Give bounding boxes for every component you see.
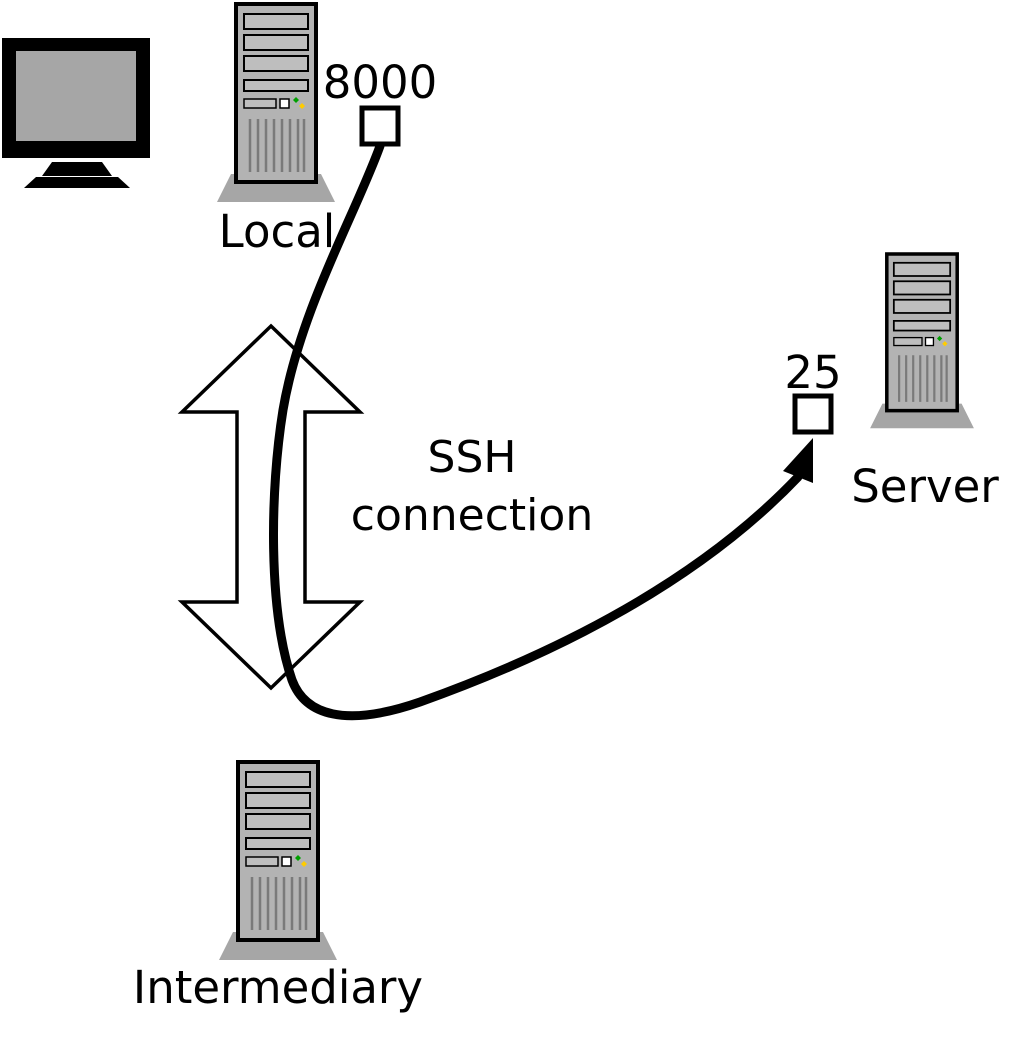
intermediary-label: Intermediary: [133, 961, 423, 1014]
tunnel-cable: [269, 141, 803, 721]
tunnel-arrowhead-icon: [783, 438, 813, 483]
server-label: Server: [851, 460, 999, 513]
server-port-square: [792, 393, 834, 435]
local-computer-icon: [215, 2, 337, 204]
server-computer-icon: [868, 252, 976, 430]
ssh-connection-label-line2: connection: [351, 490, 593, 541]
local-monitor-icon: [1, 37, 151, 189]
intermediary-computer-icon: [217, 760, 339, 962]
local-port-label: 8000: [323, 56, 438, 109]
server-port-label: 25: [784, 346, 841, 399]
ssh-connection-label-line1: SSH: [428, 432, 517, 483]
local-port-square: [359, 105, 401, 147]
local-label: Local: [219, 205, 336, 258]
